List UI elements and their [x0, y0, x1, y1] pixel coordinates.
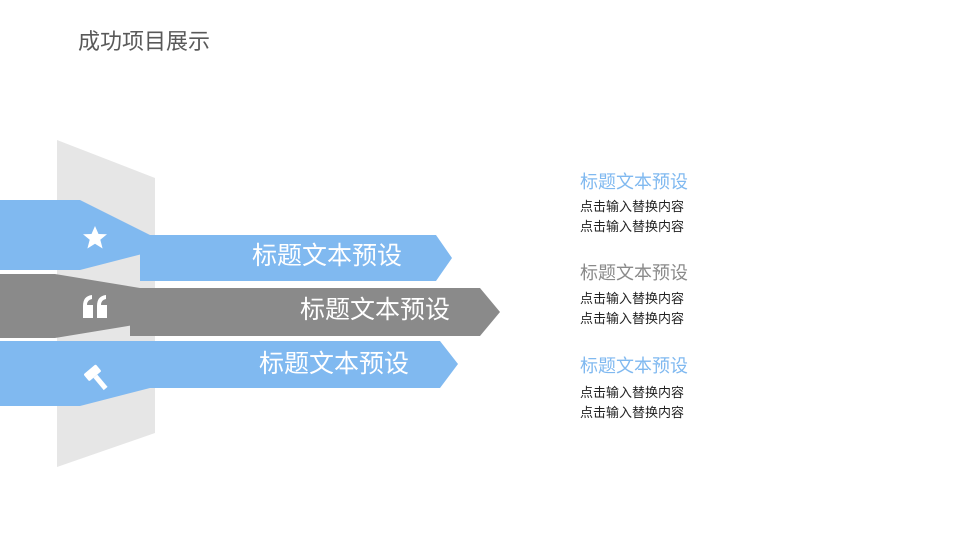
slide-title: 成功项目展示	[78, 30, 211, 55]
arrow-2	[0, 274, 500, 338]
arrow-3-left-block	[0, 341, 150, 406]
arrow-2-left-block	[0, 274, 140, 338]
item-1-line-2: 点击输入替换内容	[580, 220, 685, 235]
item-2-line-1: 点击输入替换内容	[580, 292, 685, 307]
arrow-3-label: 标题文本预设	[259, 349, 410, 378]
item-1-line-1: 点击输入替换内容	[580, 200, 685, 215]
item-2-title: 标题文本预设	[580, 263, 688, 284]
quote-icon	[83, 295, 107, 318]
arrow-2-head	[130, 288, 500, 336]
item-1-title: 标题文本预设	[580, 172, 688, 193]
arrow-1-head	[140, 235, 452, 281]
arrow-1-left-block	[0, 200, 150, 270]
item-3-line-1: 点击输入替换内容	[580, 386, 685, 401]
star-icon	[83, 226, 107, 249]
arrow-1	[0, 200, 452, 281]
arrow-1-label: 标题文本预设	[252, 241, 403, 270]
arrow-3	[0, 341, 458, 406]
item-3-title: 标题文本预设	[580, 356, 688, 377]
item-2-line-2: 点击输入替换内容	[580, 312, 685, 327]
gavel-icon	[84, 364, 108, 391]
arrow-2-label: 标题文本预设	[300, 295, 451, 324]
arrow-3-head	[140, 341, 458, 388]
item-3-line-2: 点击输入替换内容	[580, 406, 685, 421]
